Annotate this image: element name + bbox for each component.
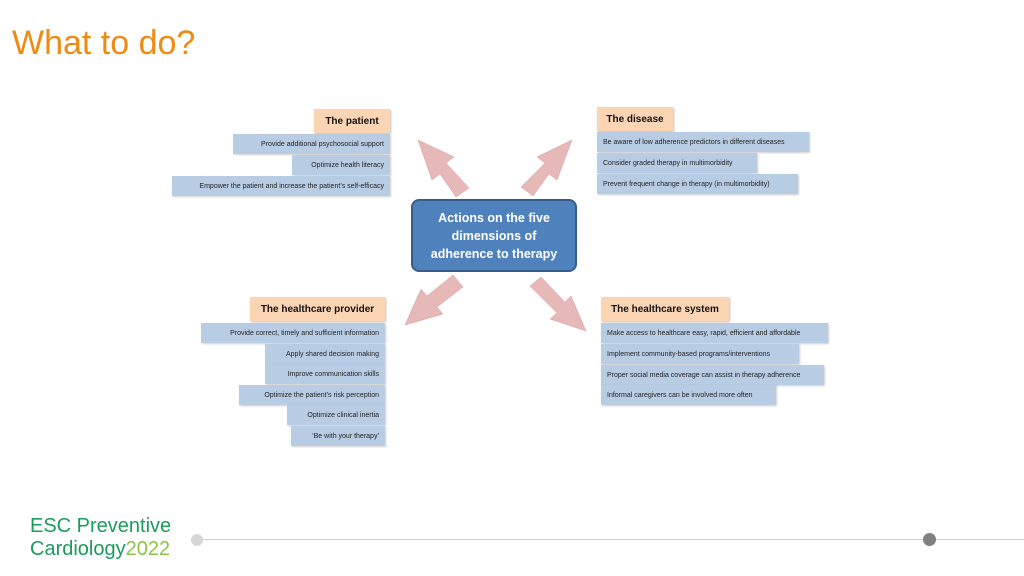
arrow-to-patient xyxy=(417,139,470,198)
provider-item: Optimize clinical inertia xyxy=(287,405,385,425)
esc-logo: ESC Preventive Cardiology2022 xyxy=(30,515,171,561)
provider-item: Provide correct, timely and sufficient i… xyxy=(201,323,385,343)
provider-item: Apply shared decision making xyxy=(265,344,385,364)
patient-item: Empower the patient and increase the pat… xyxy=(172,176,390,196)
logo-year: 2022 xyxy=(125,538,171,560)
patient-item: Provide additional psychosocial support xyxy=(233,134,390,154)
arrow-to-provider xyxy=(404,274,464,326)
system-item: Make access to healthcare easy, rapid, e… xyxy=(601,323,828,343)
provider-header: The healthcare provider xyxy=(250,297,385,321)
patient-header: The patient xyxy=(314,109,390,133)
system-item: Proper social media coverage can assist … xyxy=(601,365,824,385)
disease-item: Be aware of low adherence predictors in … xyxy=(597,132,809,152)
footer-dot-right xyxy=(923,533,936,546)
disease-item: Prevent frequent change in therapy (in m… xyxy=(597,174,798,194)
patient-item: Optimize health literacy xyxy=(292,155,390,175)
provider-item: ‘Be with your therapy’ xyxy=(291,426,385,446)
logo-line1: ESC Preventive xyxy=(30,515,172,537)
footer-dot-left xyxy=(191,534,203,546)
system-header: The healthcare system xyxy=(601,297,729,321)
system-item: Implement community-based programs/inter… xyxy=(601,344,799,364)
disease-item: Consider graded therapy in multimorbidit… xyxy=(597,153,757,173)
arrow-to-system xyxy=(529,276,587,332)
center-node: Actions on the five dimensions of adhere… xyxy=(411,199,577,272)
disease-header: The disease xyxy=(597,107,673,131)
arrow-to-disease xyxy=(520,139,573,197)
provider-item: Optimize the patient’s risk perception xyxy=(239,385,385,405)
logo-word: Cardiology xyxy=(30,538,126,560)
footer-line xyxy=(203,539,1024,540)
system-item: Informal caregivers can be involved more… xyxy=(601,385,776,405)
provider-item: Improve communication skills xyxy=(265,364,385,384)
slide-title: What to do? xyxy=(12,24,196,62)
